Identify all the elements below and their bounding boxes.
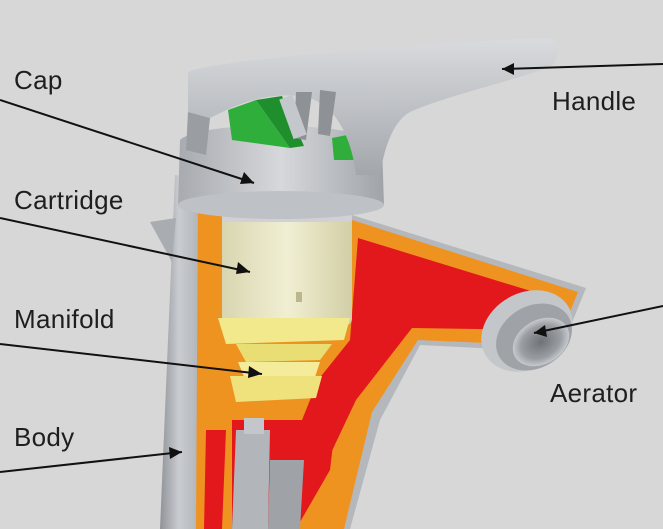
inner-stems — [232, 418, 304, 529]
cartridge-leader — [0, 217, 251, 273]
handle-leader — [501, 63, 663, 70]
cap-leader — [0, 99, 255, 184]
manifold-leader — [0, 343, 263, 375]
label-manifold: Manifold — [14, 304, 115, 334]
manifold-arrowhead — [248, 366, 262, 378]
aerator-arrowhead — [534, 325, 547, 337]
label-body: Body — [14, 422, 75, 452]
leader-arrowheads — [169, 63, 547, 459]
body-arrowhead — [169, 447, 182, 459]
leader-lines — [0, 63, 663, 473]
label-aerator: Aerator — [550, 378, 638, 408]
cap — [178, 125, 384, 219]
aerator-leader — [533, 305, 663, 334]
label-handle: Handle — [552, 86, 637, 116]
cap-arrowhead — [240, 172, 254, 184]
cartridge-arrowhead — [236, 262, 250, 274]
handle — [186, 38, 558, 175]
label-cap: Cap — [14, 65, 63, 95]
handle-arrowhead — [502, 63, 514, 75]
body-leader — [0, 451, 183, 473]
manifold — [218, 318, 350, 402]
label-cartridge: Cartridge — [14, 185, 124, 215]
aerator — [481, 290, 573, 372]
